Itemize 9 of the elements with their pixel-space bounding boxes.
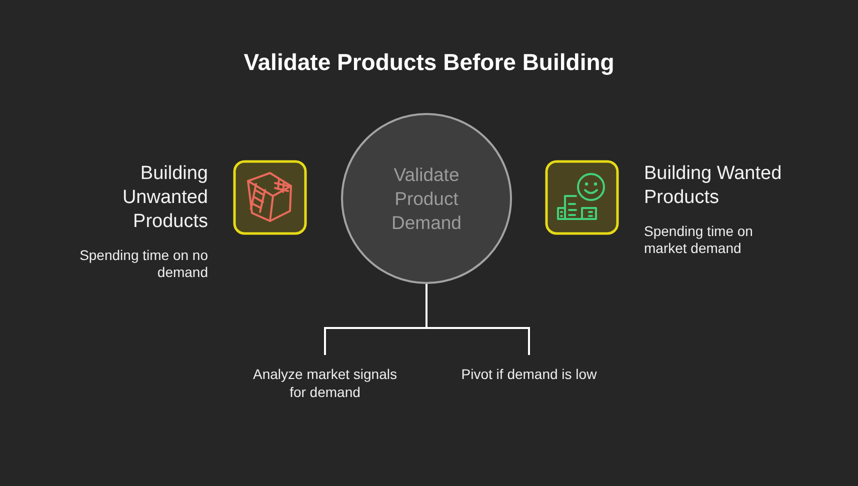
side-description: Spending time on no demand [78,247,208,281]
step-text: Pivot if demand is low [449,365,609,383]
side-heading: Building Unwanted Products [121,162,208,234]
diagram-title: Validate Products Before Building [242,49,616,76]
step-text: Analyze market signals for demand [249,365,401,401]
side-description: Spending time on market demand [644,223,754,257]
side-heading: Building Wanted Products [644,162,783,210]
node-text: Validate Product Demand [390,162,462,234]
connector-line [426,284,530,355]
